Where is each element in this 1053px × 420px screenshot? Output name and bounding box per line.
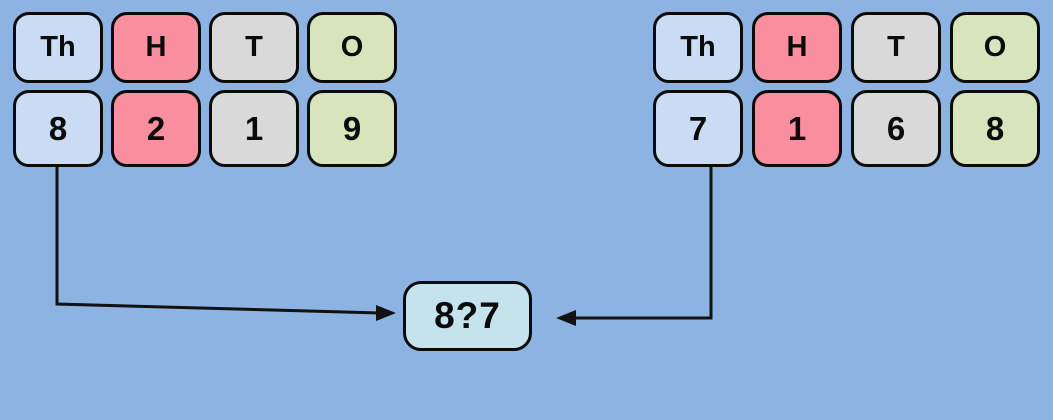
left-thousands-arrow [55,167,396,321]
right-header-thousands: Th [653,12,743,83]
left-header-thousands: Th [13,12,103,83]
left-digit-tens: 1 [209,90,299,167]
right-header-tens: T [851,12,941,83]
right-thousands-arrow [556,167,713,326]
right-header-ones: O [950,12,1040,83]
comparison-text: 8?7 [434,295,501,336]
comparison-box: 8?7 [403,281,532,351]
right-digit-tens: 6 [851,90,941,167]
left-header-tens: T [209,12,299,83]
left-digit-thousands: 8 [13,90,103,167]
left-place-value-table: Th H T O 8 2 1 9 [13,12,397,167]
right-header-hundreds: H [752,12,842,83]
left-header-hundreds: H [111,12,201,83]
right-place-value-table: Th H T O 7 1 6 8 [653,12,1040,167]
left-digit-ones: 9 [307,90,397,167]
right-digit-ones: 8 [950,90,1040,167]
right-digit-hundreds: 1 [752,90,842,167]
right-digit-thousands: 7 [653,90,743,167]
left-digit-hundreds: 2 [111,90,201,167]
left-header-ones: O [307,12,397,83]
